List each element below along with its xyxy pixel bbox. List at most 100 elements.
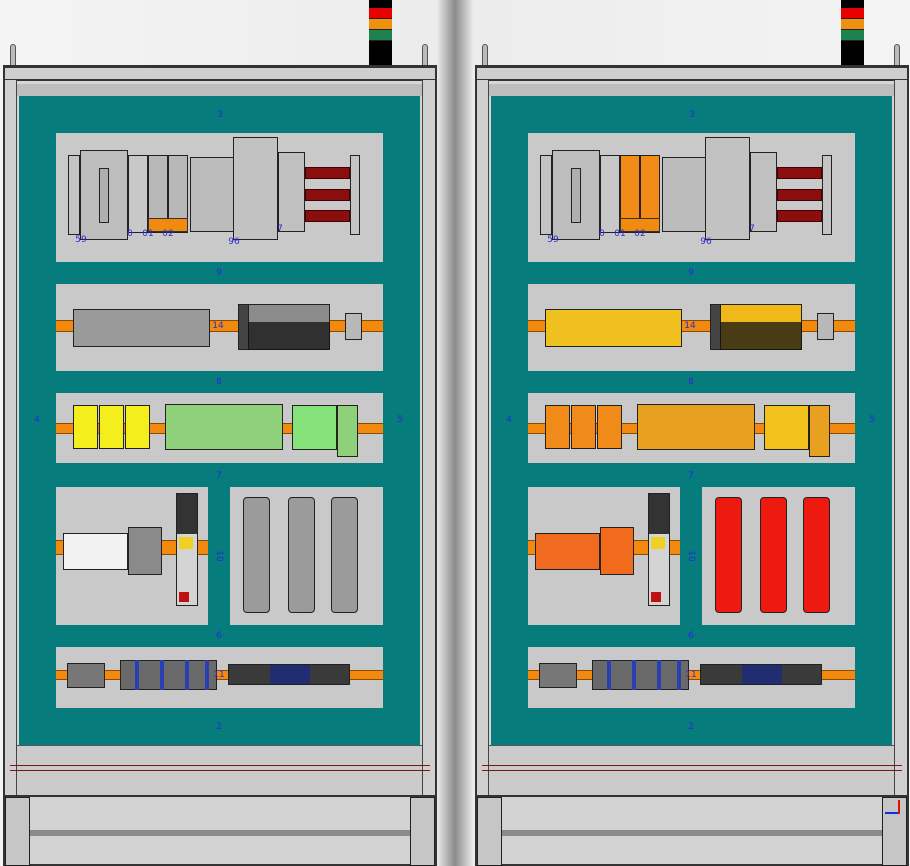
terminal-block-row2	[73, 309, 210, 347]
busbar-support	[822, 155, 832, 235]
safety-relay	[99, 405, 124, 449]
label-02: 02	[634, 229, 646, 239]
switch-handle	[571, 168, 581, 223]
din-rail	[528, 670, 855, 680]
mounting-plate-border	[17, 84, 422, 96]
contactor	[190, 157, 235, 232]
breaker-0	[600, 155, 620, 233]
busbar	[305, 167, 350, 179]
duct-label-6: 6	[688, 631, 694, 641]
breaker-01	[148, 155, 168, 233]
breaker-0	[128, 155, 148, 233]
terminal-block-blue	[742, 665, 782, 684]
terminal-marker	[135, 660, 139, 690]
end-clamp	[540, 155, 552, 235]
servo-drive	[288, 497, 315, 613]
lifting-eye	[482, 44, 488, 66]
duct-label-6: 6	[216, 631, 222, 641]
duct-label-8: 8	[688, 377, 694, 387]
servo-drive	[803, 497, 830, 613]
controller-terminals	[809, 405, 830, 457]
busbar-terminal	[750, 152, 777, 232]
controller-terminals	[337, 405, 358, 457]
controller-module	[764, 405, 809, 450]
cable-line	[482, 770, 902, 771]
lifting-eye	[894, 44, 900, 66]
busbar	[777, 210, 822, 222]
main-enclosure-box	[705, 137, 750, 240]
gateway-top	[177, 494, 197, 534]
busbar	[777, 167, 822, 179]
busbar	[305, 189, 350, 201]
safety-relay	[571, 405, 596, 449]
signal-lamp	[369, 19, 392, 30]
duct-label-7: 7	[216, 471, 222, 481]
power-supply	[128, 527, 162, 575]
power-supply	[600, 527, 634, 575]
breaker-02	[168, 155, 188, 233]
signal-lamp	[369, 30, 392, 41]
plinth-rail	[502, 830, 882, 836]
terminal-block-row3	[637, 404, 755, 450]
duct-label-8: 8	[216, 377, 222, 387]
mounting-plate-border	[489, 84, 894, 96]
signal-tower	[841, 0, 864, 66]
terminal-marker	[677, 660, 681, 690]
terminal-block-small	[539, 663, 577, 688]
label-59: 59	[75, 235, 87, 245]
circuit-breakers	[63, 533, 128, 570]
label-02: 02	[162, 229, 174, 239]
rail-label-14: 14	[684, 321, 696, 331]
io-terminal-strip	[248, 322, 330, 350]
servo-drive	[243, 497, 270, 613]
main-enclosure-box	[233, 137, 278, 240]
terminal-block-blue	[270, 665, 310, 684]
roof-rail	[477, 67, 907, 81]
safety-relay	[545, 405, 570, 449]
breaker-terminal-strip	[148, 218, 188, 232]
terminal-marker	[160, 660, 164, 690]
lifting-eye	[422, 44, 428, 66]
label-0: 0	[599, 229, 605, 239]
duct-label-9: 9	[216, 268, 222, 278]
label-01: 01	[142, 229, 154, 239]
terminal-marker	[632, 660, 636, 690]
circuit-breakers	[535, 533, 600, 570]
signal-lamp	[841, 30, 864, 41]
io-terminal-strip	[720, 322, 802, 350]
terminal-marker	[185, 660, 189, 690]
din-rail	[56, 670, 383, 680]
terminal-block-row2	[545, 309, 682, 347]
duct-label-top: 3	[689, 110, 695, 120]
gateway-led	[179, 592, 189, 602]
servo-drive	[760, 497, 787, 613]
duct-label-2: 2	[216, 722, 222, 732]
label-59: 59	[547, 235, 559, 245]
busbar-terminal	[278, 152, 305, 232]
breaker-02	[640, 155, 660, 233]
duct-label-9: 9	[688, 268, 694, 278]
plinth-left-post	[477, 797, 502, 866]
duct-label-10: 10	[686, 550, 696, 562]
servo-drive	[331, 497, 358, 613]
label-0: 0	[127, 229, 133, 239]
breaker-terminal-strip	[620, 218, 660, 232]
busbar	[777, 189, 822, 201]
roof-rail	[5, 67, 435, 81]
duct-label-left: 4	[506, 415, 512, 425]
label-01: 01	[614, 229, 626, 239]
duct-label-7: 7	[688, 471, 694, 481]
rail-label-11: 11	[685, 670, 697, 680]
signal-lamp	[369, 8, 392, 19]
busbar	[305, 210, 350, 222]
lifting-eye	[10, 44, 16, 66]
label-7: 7	[749, 224, 755, 234]
busbar-support	[350, 155, 360, 235]
servo-drive	[715, 497, 742, 613]
terminal-block-row3	[165, 404, 283, 450]
safety-relay	[125, 405, 150, 449]
plinth-right-post	[882, 797, 907, 866]
gateway-port	[651, 537, 665, 549]
switch-handle	[99, 168, 109, 223]
